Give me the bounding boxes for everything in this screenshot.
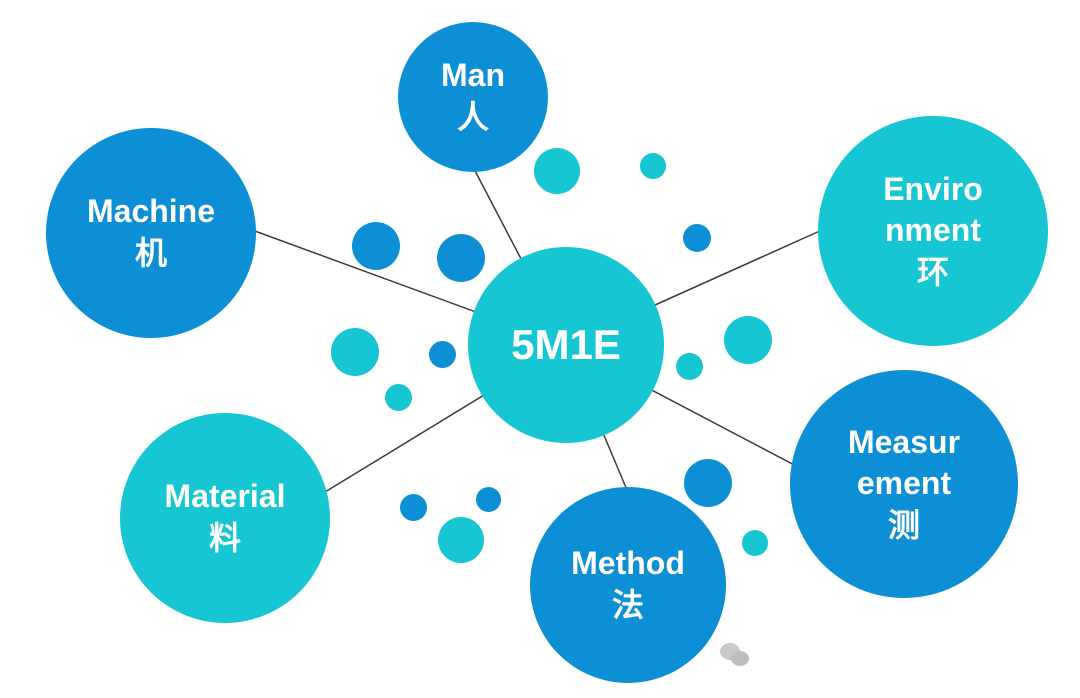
decorative-dot xyxy=(437,234,485,282)
node-material-label-en: Material xyxy=(164,478,286,515)
node-measurement-label-1: Measur xyxy=(847,423,961,460)
decorative-dot xyxy=(684,459,732,507)
chat-bubble-icon xyxy=(720,643,750,669)
node-machine: Machine 机 xyxy=(46,128,256,338)
node-man-label-zh: 人 xyxy=(456,99,489,135)
decorative-dot xyxy=(400,494,427,521)
node-method-label-zh: 法 xyxy=(611,587,644,623)
node-measurement-label-2: ement xyxy=(856,465,952,502)
node-environment: Enviro nment 环 xyxy=(818,116,1048,346)
node-measurement: Measur ement 测 xyxy=(790,370,1018,598)
node-environment-label-zh: 环 xyxy=(916,253,949,290)
decorative-dot xyxy=(385,384,412,411)
node-method-label-en: Method xyxy=(571,545,685,582)
node-environment-label-1: Enviro xyxy=(883,170,983,207)
node-environment-label-2: nment xyxy=(885,212,981,249)
node-machine-label-en: Machine xyxy=(86,193,216,230)
node-material: Material 料 xyxy=(120,413,330,623)
decorative-dot xyxy=(676,353,703,380)
decorative-dot xyxy=(640,153,666,179)
decorative-dot xyxy=(724,316,772,364)
watermark-text: 知乎号 @ 智造计划Robot xyxy=(760,644,1037,673)
decorative-dot xyxy=(534,148,580,194)
decorative-dot xyxy=(331,328,379,376)
decorative-dot xyxy=(352,222,400,270)
decorative-dot xyxy=(429,341,456,368)
watermark: 知乎号 @ 智造计划Robot xyxy=(720,636,1037,676)
center-label: 5M1E xyxy=(511,320,621,368)
node-man: Man 人 xyxy=(398,22,548,172)
node-measurement-label-zh: 测 xyxy=(887,506,920,543)
node-material-label-zh: 料 xyxy=(208,520,241,556)
node-method: Method 法 xyxy=(530,487,726,683)
decorative-dot xyxy=(438,517,484,563)
node-machine-label-zh: 机 xyxy=(134,235,167,271)
decorative-dot xyxy=(476,487,501,512)
decorative-dot xyxy=(742,530,768,556)
center-node: 5M1E xyxy=(468,247,664,443)
node-man-label-en: Man xyxy=(441,57,505,94)
decorative-dot xyxy=(683,224,711,252)
